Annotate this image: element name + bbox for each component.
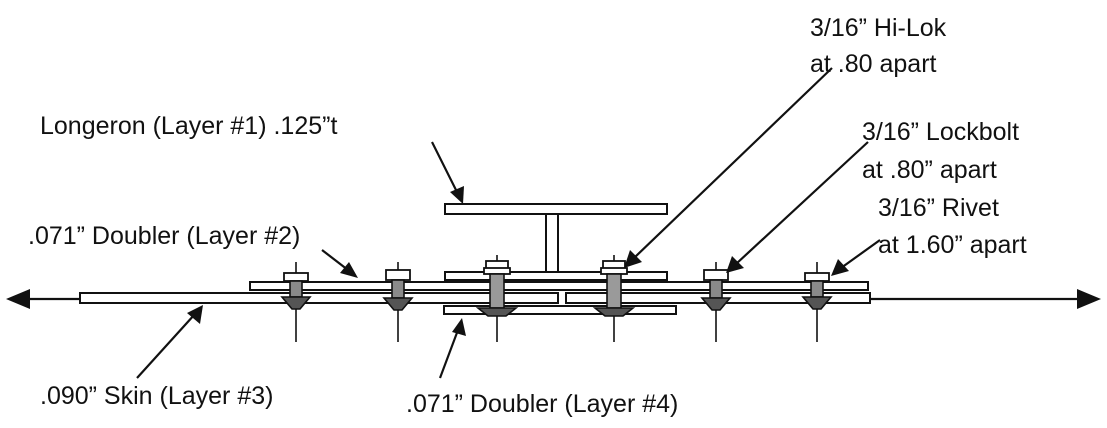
- arrowhead-rivet: [831, 259, 849, 276]
- hilok-3: [475, 260, 519, 317]
- arrowhead-doubler-4: [452, 318, 466, 336]
- arrowhead-doubler-2: [340, 262, 358, 278]
- hilok-4: [592, 260, 636, 317]
- load-arrow-left: [6, 289, 30, 309]
- doubler-layer-4: [443, 305, 677, 315]
- longeron-flange-top: [444, 203, 668, 215]
- lockbolt-2: [382, 269, 414, 311]
- leader-doubler-2: [321, 249, 349, 271]
- leader-lines: [136, 67, 881, 379]
- skin-layer-3-left: [79, 292, 559, 304]
- load-axis: [6, 289, 1101, 309]
- longeron-web: [545, 213, 559, 273]
- leader-lockbolt: [735, 141, 869, 265]
- label-rivet-spacing: at 1.60” apart: [878, 231, 1027, 259]
- label-lockbolt-spacing: at .80” apart: [862, 156, 997, 184]
- label-longeron: Longeron (Layer #1) .125”t: [40, 112, 337, 140]
- arrowhead-skin: [187, 305, 203, 324]
- load-arrow-right: [1077, 289, 1101, 309]
- rivet-1: [280, 272, 312, 310]
- label-skin-layer-3: .090” Skin (Layer #3): [40, 382, 273, 410]
- label-doubler-layer-4: .071” Doubler (Layer #4): [406, 390, 678, 418]
- longeron-flange-bottom: [444, 271, 668, 281]
- doubler-layer-2: [249, 281, 869, 291]
- labels: 3/16” Hi-Lok at .80 apart Longeron (Laye…: [28, 14, 1027, 418]
- longeron: [444, 203, 668, 281]
- leader-hilok: [633, 67, 833, 259]
- arrowhead-hilok: [624, 250, 642, 268]
- label-doubler-layer-2: .071” Doubler (Layer #2): [28, 222, 300, 250]
- arrowhead-longeron: [450, 186, 464, 204]
- label-rivet-type: 3/16” Rivet: [878, 194, 999, 222]
- leader-longeron: [431, 141, 459, 195]
- label-hilok-spacing: at .80 apart: [810, 50, 937, 78]
- arrowhead-lockbolt: [726, 256, 744, 273]
- label-lockbolt-type: 3/16” Lockbolt: [862, 118, 1019, 146]
- rivet-6: [801, 272, 833, 310]
- leader-skin: [136, 313, 196, 379]
- leader-rivet: [840, 239, 881, 269]
- lockbolt-5: [700, 269, 732, 311]
- label-hilok-type: 3/16” Hi-Lok: [810, 14, 947, 42]
- leader-doubler-4: [438, 329, 460, 379]
